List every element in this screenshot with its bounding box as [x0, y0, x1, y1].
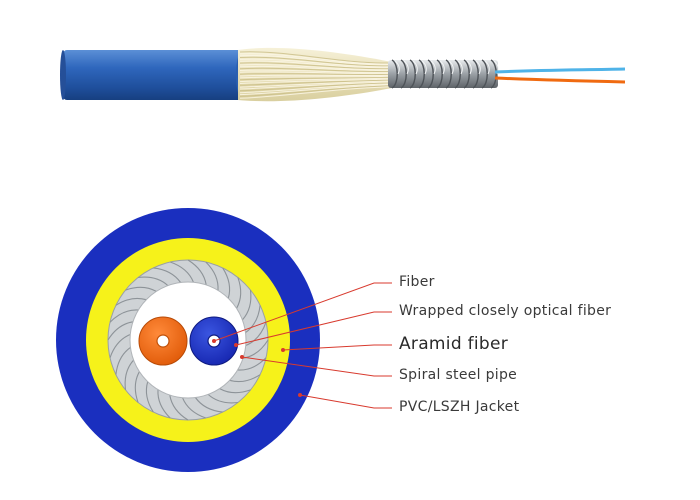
- cable-side-view: [60, 47, 626, 102]
- leader-wrapped: [235, 311, 392, 346]
- cable-jacket-side: [60, 50, 250, 100]
- label-wrapped-optical-fiber: Wrapped closely optical fiber: [399, 303, 612, 319]
- leader-lines: [213, 282, 392, 409]
- fibers-side: [494, 67, 626, 84]
- aramid-yarn-side: [238, 47, 393, 102]
- label-spiral-steel-pipe: Spiral steel pipe: [399, 367, 518, 383]
- steel-pipe-side: [388, 59, 499, 89]
- label-pvc-lszh-jacket: PVC/LSZH Jacket: [399, 399, 520, 415]
- leader-aramid: [282, 344, 392, 351]
- leader-jacket: [299, 394, 392, 409]
- inner-cavity: [129, 281, 247, 399]
- label-fiber: Fiber: [399, 274, 435, 290]
- leader-dots: [212, 339, 302, 397]
- cable-cross-section: [56, 208, 320, 472]
- label-aramid-fiber: Aramid fiber: [399, 334, 509, 354]
- steel-spiral-blades: [107, 259, 269, 421]
- leader-steel: [241, 356, 392, 377]
- leader-fiber: [213, 282, 392, 342]
- fiber-orange: [138, 316, 188, 366]
